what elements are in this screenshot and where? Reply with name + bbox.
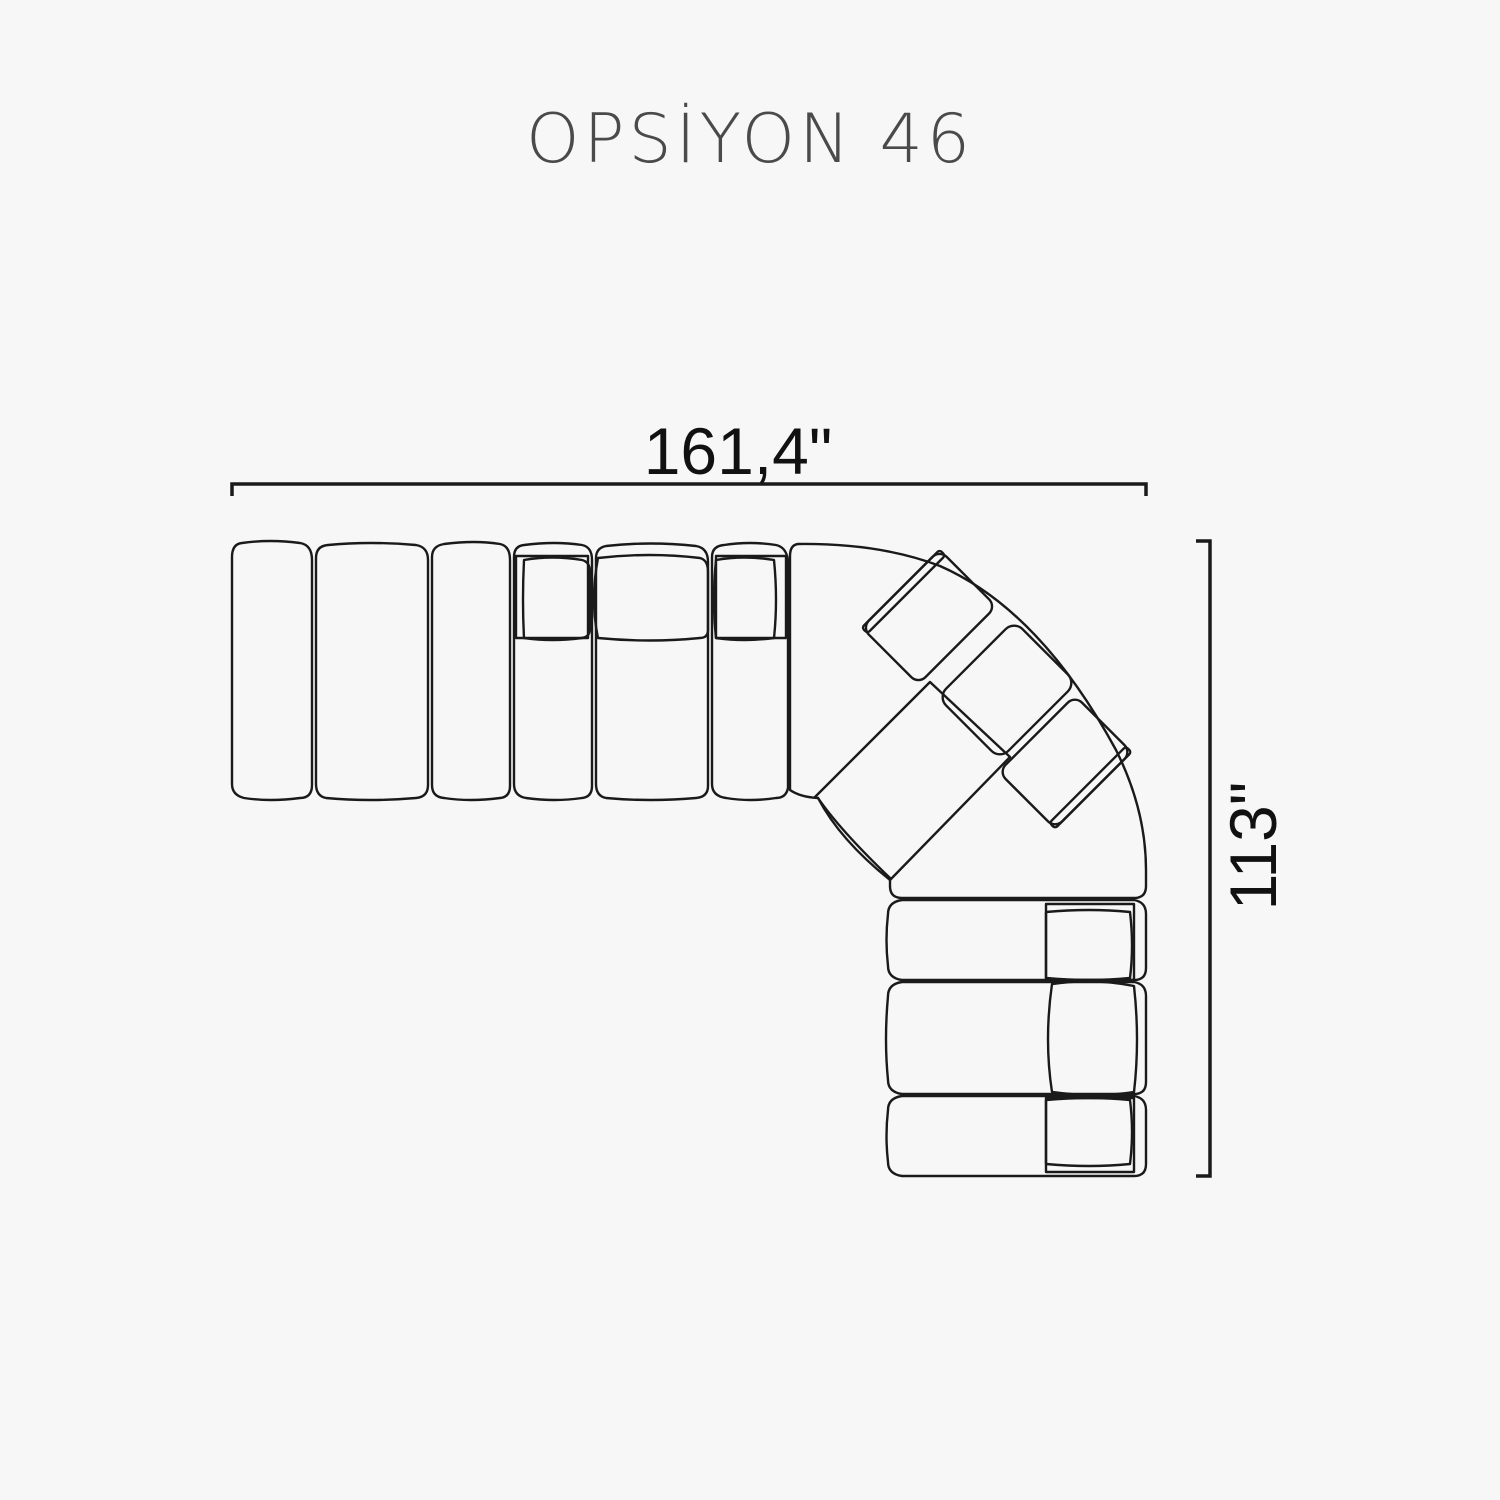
back-cushion bbox=[714, 554, 788, 640]
corner-back-cushion bbox=[941, 624, 1073, 756]
back-cushion bbox=[1044, 1096, 1136, 1174]
back-cushion bbox=[1044, 902, 1136, 982]
seat-module bbox=[512, 541, 594, 802]
height-dimension: 113" bbox=[1196, 539, 1290, 1178]
corner-sofa-section bbox=[788, 542, 1148, 900]
page-title: OPSİYON 46 bbox=[525, 100, 975, 179]
corner-back-cushion-edge bbox=[1049, 746, 1132, 829]
seat-module bbox=[710, 541, 790, 802]
width-dimension-line bbox=[230, 482, 1148, 496]
back-cushion bbox=[514, 554, 590, 640]
seat-module bbox=[594, 542, 710, 802]
corner-seat-divider bbox=[813, 680, 1012, 882]
corner-seat-module bbox=[788, 542, 1148, 900]
seat-module bbox=[430, 540, 512, 802]
right-sofa-section bbox=[884, 898, 1148, 1178]
seat-module bbox=[885, 1094, 1148, 1178]
width-dimension: 161,4" bbox=[230, 414, 1148, 496]
height-dimension-line bbox=[1196, 539, 1212, 1178]
back-cushion bbox=[1046, 980, 1139, 1097]
corner-back-cushion bbox=[864, 552, 994, 682]
corner-seat-divider bbox=[816, 796, 892, 882]
seat-module bbox=[314, 541, 430, 802]
seat-module bbox=[885, 898, 1148, 982]
back-cushion bbox=[592, 553, 710, 642]
seat-module bbox=[230, 539, 314, 802]
height-dimension-label: 113" bbox=[1216, 782, 1290, 911]
back-cushion bbox=[1044, 908, 1134, 982]
back-cushion bbox=[712, 556, 778, 642]
back-cushion bbox=[1044, 1096, 1134, 1168]
left-sofa-section bbox=[230, 539, 790, 802]
corner-back-cushion-edge bbox=[861, 549, 946, 634]
seat-module bbox=[884, 980, 1148, 1096]
back-cushion bbox=[521, 556, 592, 642]
width-dimension-label: 161,4" bbox=[644, 414, 833, 488]
